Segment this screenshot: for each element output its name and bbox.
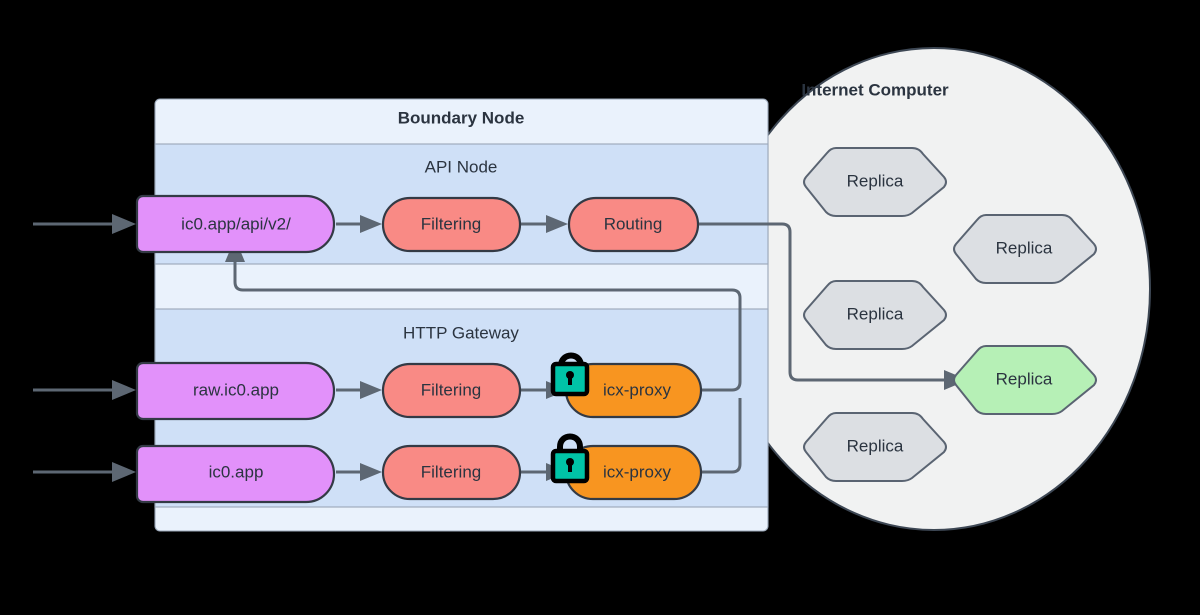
internet-computer-title: Internet Computer — [801, 80, 949, 99]
node-api-filtering-label: Filtering — [421, 214, 481, 233]
replica-3-label: Replica — [847, 304, 904, 323]
replica-2[interactable]: Replica — [953, 214, 1097, 284]
lock-closed-icon — [550, 433, 590, 484]
node-app-filtering-label: Filtering — [421, 462, 481, 481]
node-api-routing[interactable]: Routing — [567, 196, 700, 253]
node-raw-entry[interactable]: raw.ic0.app — [135, 361, 336, 421]
http-gateway-title: HTTP Gateway — [403, 323, 519, 342]
edge-raw-entry-filtering — [336, 381, 382, 399]
replica-2-label: Replica — [996, 238, 1053, 257]
node-api-filtering[interactable]: Filtering — [381, 196, 522, 253]
node-app-proxy[interactable]: icx-proxy — [564, 444, 703, 501]
replica-1-label: Replica — [847, 171, 904, 190]
edge-api-filtering-routing — [520, 215, 568, 233]
replica-1[interactable]: Replica — [803, 147, 947, 217]
node-raw-filtering-label: Filtering — [421, 380, 481, 399]
node-api-entry-label: ic0.app/api/v2/ — [181, 214, 291, 233]
node-raw-entry-label: raw.ic0.app — [193, 380, 279, 399]
replica-5-label: Replica — [847, 436, 904, 455]
edge-in-app — [33, 462, 136, 482]
node-raw-proxy-label: icx-proxy — [603, 380, 672, 399]
edge-in-raw — [33, 380, 136, 400]
replica-5[interactable]: Replica — [803, 412, 947, 482]
edge-api-entry-filtering — [336, 215, 382, 233]
node-api-entry[interactable]: ic0.app/api/v2/ — [135, 194, 336, 254]
node-app-entry-label: ic0.app — [209, 462, 264, 481]
replica-4[interactable]: Replica — [953, 345, 1097, 415]
boundary-node-title: Boundary Node — [398, 108, 525, 127]
replica-4-label: Replica — [996, 369, 1053, 388]
api-node-title: API Node — [425, 157, 498, 176]
unlock-open-icon — [550, 352, 590, 397]
edge-app-entry-filtering — [336, 463, 382, 481]
node-app-filtering[interactable]: Filtering — [381, 444, 522, 501]
node-app-entry[interactable]: ic0.app — [135, 444, 336, 504]
node-api-routing-label: Routing — [604, 214, 663, 233]
node-app-proxy-label: icx-proxy — [603, 462, 672, 481]
replica-3[interactable]: Replica — [803, 280, 947, 350]
node-raw-proxy[interactable]: icx-proxy — [564, 362, 703, 419]
node-raw-filtering[interactable]: Filtering — [381, 362, 522, 419]
edge-in-api — [33, 214, 136, 234]
